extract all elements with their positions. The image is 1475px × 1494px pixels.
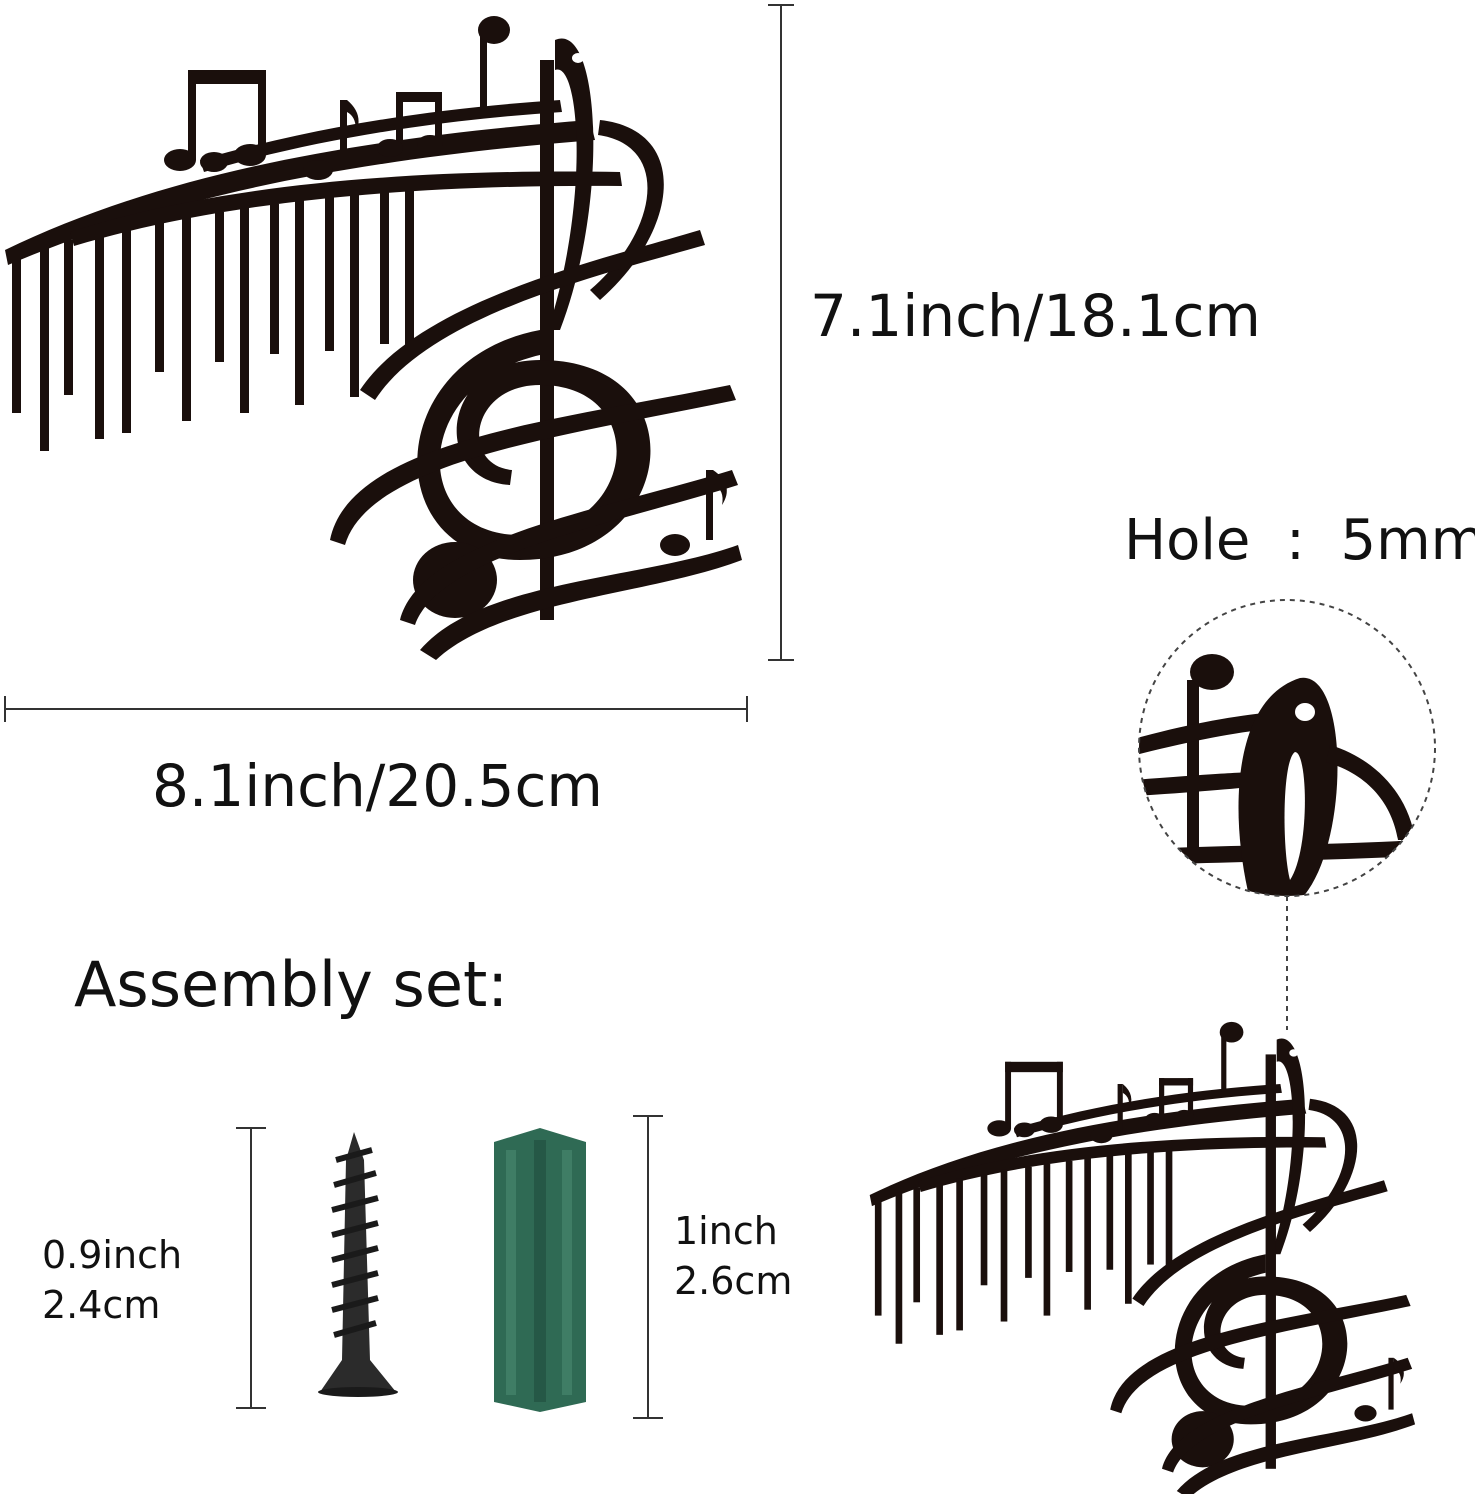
width-label: 8.1inch/20.5cm [152,752,603,820]
anchor-length-cm: 2.6cm [674,1259,793,1303]
product-illustration-small [869,1021,1416,1494]
hole-detail-magnifier [1138,599,1436,1030]
assembly-set-title: Assembly set: [74,948,509,1021]
anchor-dimension-line [633,1115,663,1419]
height-dimension-line [768,4,794,661]
screw-length-inch: 0.9inch [42,1233,183,1277]
wall-anchor-illustration [494,1128,586,1412]
width-dimension-line [4,696,748,722]
product-illustration-main [5,16,742,660]
screw-illustration [318,1132,398,1397]
screw-dimension-line [236,1127,266,1409]
screw-length-cm: 2.4cm [42,1283,161,1327]
hole-size-label: Hole : 5mm [1124,508,1475,573]
height-label: 7.1inch/18.1cm [810,282,1261,350]
anchor-length-label: 1inch 2.6cm [674,1206,792,1306]
anchor-length-inch: 1inch [674,1209,778,1253]
screw-length-label: 0.9inch 2.4cm [42,1230,182,1330]
